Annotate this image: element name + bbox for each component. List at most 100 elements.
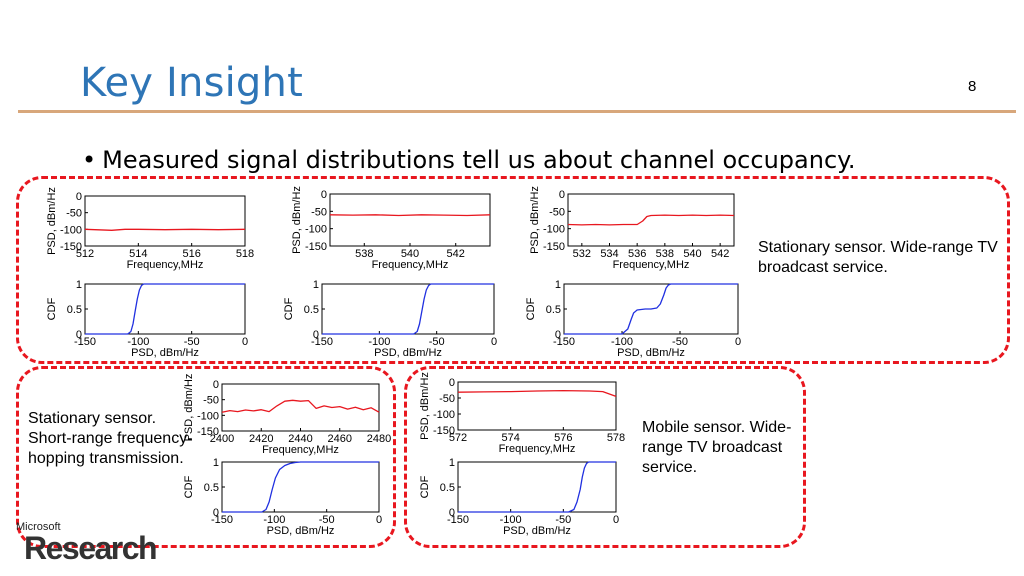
y-tick-label: -100: [60, 224, 82, 236]
y-tick-label: 0: [321, 189, 327, 201]
y-tick-label: -50: [311, 206, 327, 218]
plot-frame: [84, 195, 246, 247]
x-tick-label: -100: [368, 336, 390, 348]
x-axis-label: Frequency,MHz: [613, 259, 690, 271]
y-tick-label: 0: [313, 329, 319, 341]
y-axis-label: CDF: [183, 475, 195, 498]
plot-frame: [329, 193, 491, 247]
x-tick-label: 542: [711, 248, 729, 260]
y-tick-label: 0.5: [67, 304, 82, 316]
y-tick-label: 0.5: [546, 304, 561, 316]
caption-stationary-wide: Stationary sensor. Wide-range TV broadca…: [758, 239, 998, 276]
y-axis-label: PSD, dBm/Hz: [419, 372, 431, 440]
scenario-box-mobile-wide: [404, 366, 806, 548]
y-tick-label: -50: [66, 208, 82, 220]
research-logo-text: Research: [24, 530, 158, 566]
x-axis-label: PSD, dBm/Hz: [617, 347, 685, 359]
series-line: [85, 283, 245, 335]
series-line: [567, 214, 735, 226]
y-axis-label: CDF: [46, 297, 58, 320]
y-tick-label: -150: [197, 426, 219, 438]
y-tick-label: 1: [213, 457, 219, 469]
y-tick-label: 1: [555, 279, 561, 291]
y-axis-label: CDF: [283, 297, 295, 320]
plot-frame: [221, 461, 380, 513]
x-tick-label: 0: [491, 336, 497, 348]
bullet-text: Measured signal distributions tell us ab…: [102, 146, 856, 174]
series-line: [222, 461, 379, 513]
plot-frame: [567, 193, 735, 247]
y-axis-label: PSD, dBm/Hz: [183, 374, 195, 442]
series-line: [84, 228, 246, 231]
y-tick-label: -150: [60, 241, 82, 253]
x-tick-label: -150: [74, 336, 96, 348]
y-tick-label: 0: [213, 507, 219, 519]
caption-mobile-wide: Mobile sensor. Wide-range TV broadcast s…: [642, 419, 792, 476]
y-tick-label: 1: [449, 457, 455, 469]
x-axis-label: Frequency,MHz: [499, 443, 576, 455]
x-axis-label: PSD, dBm/Hz: [503, 525, 571, 537]
y-tick-label: 0.5: [204, 482, 219, 494]
x-tick-label: -50: [184, 336, 200, 348]
y-axis-label: CDF: [419, 475, 431, 498]
y-tick-label: -100: [543, 224, 565, 236]
y-tick-label: -100: [197, 410, 219, 422]
plot-frame: [457, 381, 617, 431]
x-tick-label: 536: [628, 248, 646, 260]
y-tick-label: 0.5: [440, 482, 455, 494]
x-tick-label: 540: [401, 248, 419, 260]
series-line: [457, 389, 617, 398]
series-line: [458, 461, 616, 513]
slide-title: Key Insight: [80, 60, 303, 106]
x-tick-label: 538: [355, 248, 373, 260]
series-line: [221, 399, 380, 413]
y-tick-label: 0: [559, 189, 565, 201]
title-divider: [18, 110, 1016, 113]
y-axis-label: PSD, dBm/Hz: [529, 186, 541, 254]
x-tick-label: -50: [319, 514, 335, 526]
y-tick-label: 0.5: [304, 304, 319, 316]
x-tick-label: 2440: [288, 433, 312, 445]
x-tick-label: 532: [573, 248, 591, 260]
x-axis-label: PSD, dBm/Hz: [374, 347, 442, 359]
x-tick-label: -150: [447, 514, 469, 526]
caption-stationary-short: Stationary sensor. Short-range frequency…: [28, 410, 193, 467]
x-tick-label: 2400: [210, 433, 234, 445]
x-tick-label: 0: [735, 336, 741, 348]
x-tick-label: 512: [76, 248, 94, 260]
series-line: [322, 283, 494, 335]
x-tick-label: 534: [600, 248, 618, 260]
x-axis-label: Frequency,MHz: [262, 444, 339, 456]
microsoft-logo-text: Microsoft: [16, 521, 61, 533]
x-tick-label: 0: [613, 514, 619, 526]
series-line: [329, 214, 491, 217]
x-tick-label: -150: [311, 336, 333, 348]
y-axis-label: PSD, dBm/Hz: [291, 186, 303, 254]
y-tick-label: -150: [305, 241, 327, 253]
page-number: 8: [968, 78, 977, 95]
x-tick-label: 540: [683, 248, 701, 260]
x-tick-label: 0: [376, 514, 382, 526]
y-tick-label: 0: [555, 329, 561, 341]
x-tick-label: 574: [501, 432, 519, 444]
x-tick-label: 2480: [367, 433, 391, 445]
y-tick-label: -150: [433, 425, 455, 437]
x-tick-label: 538: [656, 248, 674, 260]
x-tick-label: -50: [555, 514, 571, 526]
x-tick-label: 2460: [328, 433, 352, 445]
x-tick-label: -100: [127, 336, 149, 348]
x-tick-label: 2420: [249, 433, 273, 445]
y-tick-label: 0: [449, 507, 455, 519]
y-tick-label: -150: [543, 241, 565, 253]
x-tick-label: -100: [611, 336, 633, 348]
plot-frame: [457, 461, 617, 513]
y-tick-label: -100: [305, 224, 327, 236]
y-axis-label: PSD, dBm/Hz: [46, 187, 58, 255]
x-axis-label: Frequency,MHz: [127, 259, 204, 271]
scenario-box-stationary-wide: [16, 176, 1010, 364]
